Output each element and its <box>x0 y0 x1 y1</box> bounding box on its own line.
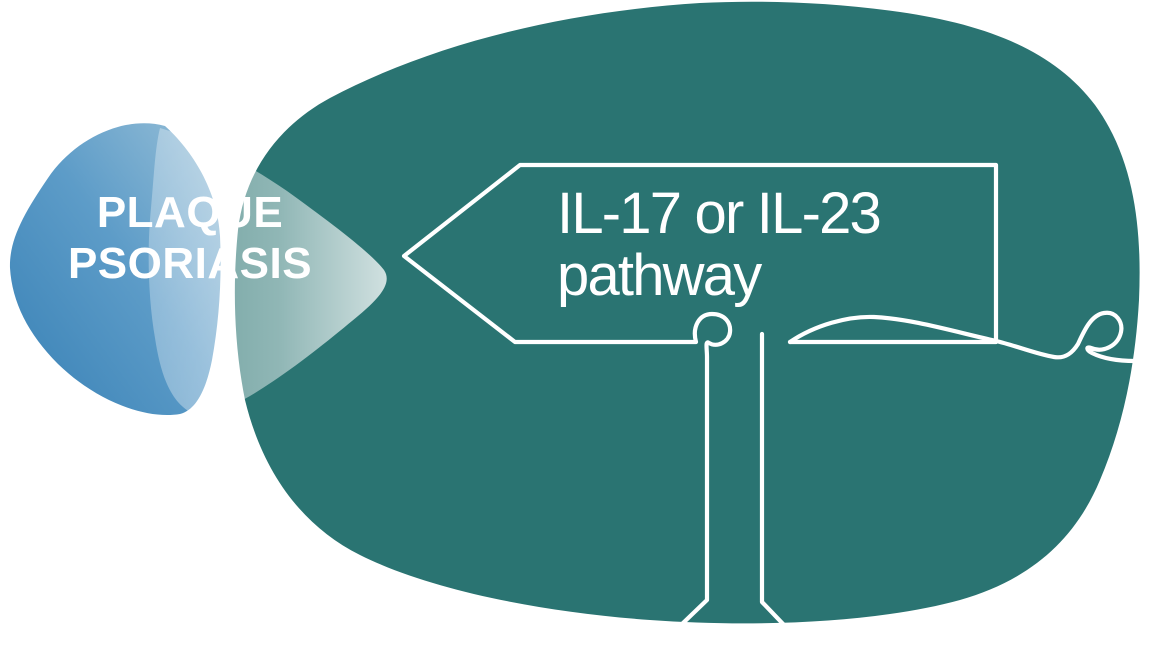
signpost-squiggle <box>787 310 1138 364</box>
highlight-blob <box>148 128 387 416</box>
sign-label-line1: IL-17 or IL-23 <box>557 181 880 246</box>
teal-blob <box>234 1 1140 624</box>
disease-label-line2: PSORIASIS <box>68 239 312 288</box>
sign-label-line2: pathway <box>557 243 762 308</box>
signpost-outline <box>401 162 999 649</box>
disease-label-line1: PLAQUE <box>97 188 283 237</box>
signpost-right-leg <box>759 331 810 649</box>
